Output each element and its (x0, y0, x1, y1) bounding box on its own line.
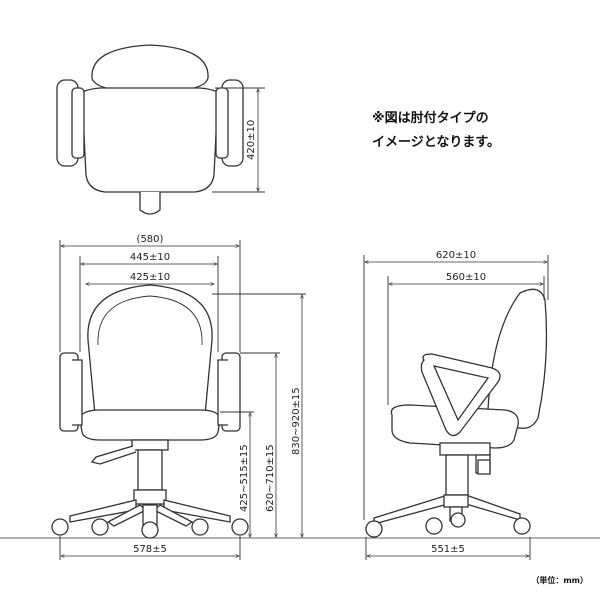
height-seat-label: 425~515±15 (239, 444, 250, 512)
front-base-dimension: 578±5 (59, 536, 241, 560)
front-overall-dimension: (580) (59, 234, 241, 352)
front-view (51, 284, 249, 539)
unit-label: （単位：mm） (531, 575, 588, 585)
side-base-dimension: 551±5 (365, 537, 531, 560)
side-overall-dimension: 620±10 (363, 250, 549, 520)
front-armrest-dimension: 445±10 (79, 252, 219, 352)
front-seat-width-dimension: 425±10 (86, 272, 214, 284)
front-base-label: 578±5 (133, 544, 167, 555)
front-armrest-label: 445±10 (130, 252, 170, 263)
top-view (56, 44, 244, 215)
side-seat-depth-dimension: 560±10 (387, 272, 545, 405)
top-depth-label: 420±10 (246, 120, 257, 160)
side-seat-depth-label: 560±10 (446, 272, 486, 283)
note-line-1: ※図は肘付タイプの (372, 110, 489, 126)
side-view (365, 288, 548, 538)
side-base-label: 551±5 (431, 544, 465, 555)
note-line-2: イメージとなります。 (372, 135, 500, 150)
height-arm-label: 620~710±15 (265, 444, 276, 512)
front-overall-label: (580) (137, 234, 164, 245)
front-seat-width-label: 425±10 (130, 272, 170, 283)
side-overall-label: 620±10 (436, 250, 476, 261)
top-depth-dimension: 420±10 (212, 87, 265, 193)
height-dimensions: 425~515±15 620~710±15 830~920±15 (212, 293, 306, 537)
height-total-label: 830~920±15 (291, 387, 302, 455)
